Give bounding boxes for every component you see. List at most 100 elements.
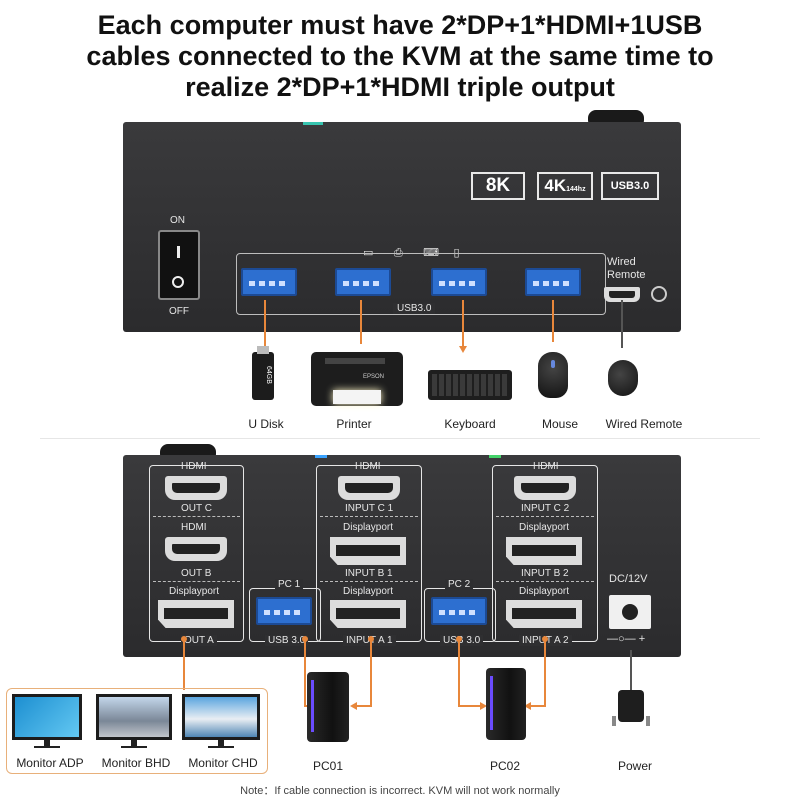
pc2-usb-label: USB 3.0	[440, 635, 484, 646]
badge-usb30: USB3.0	[601, 172, 659, 200]
in-c1-hdmi-label: HDMI	[355, 461, 381, 472]
switch-on-label: ON	[170, 215, 185, 226]
input-c1-hdmi-port[interactable]	[338, 476, 400, 500]
switch-on-mark	[177, 246, 180, 258]
label-pc01: PC01	[312, 759, 344, 773]
label-pc02: PC02	[489, 759, 521, 773]
dc-label: DC/12V	[609, 573, 648, 585]
label-monitor-c: Monitor CHD	[188, 756, 258, 770]
pc1-label: PC 1	[275, 579, 304, 590]
label-udisk: U Disk	[248, 417, 284, 431]
input-b1-label: INPUT B 1	[345, 568, 393, 579]
out-b-label: OUT B	[181, 568, 212, 579]
pc1-usb-label: USB 3.0	[265, 635, 309, 646]
line-keyboard	[462, 300, 464, 348]
label-printer: Printer	[336, 417, 372, 431]
line-power	[630, 650, 632, 690]
out-a-dp-port[interactable]	[158, 600, 234, 628]
pc1-usb-port[interactable]	[256, 597, 312, 625]
led-green	[489, 455, 501, 458]
monitor-a-image	[12, 694, 82, 740]
out-c-hdmi-label: HDMI	[181, 461, 207, 472]
in-b1-dp-label: Displayport	[343, 522, 394, 533]
out-b-hdmi-label: HDMI	[181, 522, 207, 533]
input-b2-label: INPUT B 2	[521, 568, 569, 579]
badge-4k-144hz: 4K144hz	[537, 172, 593, 200]
switch-off-mark	[172, 276, 184, 288]
monitors-box	[6, 688, 268, 774]
input-c1-label: INPUT C 1	[345, 503, 394, 514]
line-wired-remote	[621, 300, 623, 348]
pc02-image	[486, 668, 526, 740]
in-c2-hdmi-label: HDMI	[533, 461, 559, 472]
switch-off-label: OFF	[169, 306, 189, 317]
in-a1-dp-label: Displayport	[343, 586, 394, 597]
usb30-group-label: USB3.0	[393, 303, 436, 314]
label-keyboard: Keyboard	[444, 417, 496, 431]
line-pc1-dp	[370, 640, 372, 706]
badge-4k-text: 4K	[544, 176, 567, 195]
usb-port-4[interactable]	[525, 268, 581, 296]
line-pc1-usb	[304, 640, 306, 706]
led-blue	[315, 455, 327, 458]
out-b-hdmi-port[interactable]	[165, 537, 227, 561]
label-monitor-b: Monitor BHD	[101, 756, 171, 770]
input-a1-dp-port[interactable]	[330, 600, 406, 628]
usb-port-3[interactable]	[431, 268, 487, 296]
note: Note：If cable connection is incorrect. K…	[240, 785, 560, 797]
pc2-usb-port[interactable]	[431, 597, 487, 625]
label-wired-remote: Wired Remote	[605, 417, 683, 431]
out-c-hdmi-port[interactable]	[165, 476, 227, 500]
input-c2-hdmi-port[interactable]	[514, 476, 576, 500]
usb-port-1[interactable]	[241, 268, 297, 296]
printer-brand: EPSON	[363, 374, 385, 380]
kvm-bottom-panel: HDMI OUT C HDMI OUT B Displayport OUT A …	[123, 455, 681, 657]
wired-remote-label-2: Remote	[607, 269, 646, 281]
divider	[40, 438, 760, 439]
label-power: Power	[617, 759, 652, 773]
headline-line-2: cables connected to the KVM at the same …	[86, 41, 714, 71]
udisk-image: 64GB	[252, 346, 274, 400]
label-mouse: Mouse	[541, 417, 579, 431]
led-indicator	[303, 122, 323, 125]
input-c2-label: INPUT C 2	[521, 503, 570, 514]
input-a2-dp-port[interactable]	[506, 600, 582, 628]
pc2-label: PC 2	[445, 579, 474, 590]
input-b1-dp-port[interactable]	[330, 537, 406, 565]
line-out-a	[183, 640, 185, 690]
remote-jack-icon	[651, 286, 667, 302]
in-a2-dp-label: Displayport	[519, 586, 570, 597]
dc-polarity-icon: —○— +	[607, 633, 646, 645]
out-a-dp-label: Displayport	[169, 586, 220, 597]
headline: Each computer must have 2*DP+1*HDMI+1USB…	[0, 10, 800, 103]
udisk-capacity: 64GB	[265, 366, 272, 384]
input-b2-dp-port[interactable]	[506, 537, 582, 565]
keyboard-image	[428, 370, 512, 400]
headline-line-3: realize 2*DP+1*HDMI triple output	[185, 72, 615, 102]
line-mouse	[552, 300, 554, 342]
in-b2-dp-label: Displayport	[519, 522, 570, 533]
line-printer	[360, 300, 362, 344]
monitor-c-image	[182, 694, 260, 740]
wired-remote-image	[608, 360, 638, 396]
wired-remote-label-1: Wired	[607, 256, 636, 268]
line-udisk	[264, 300, 266, 346]
badge-144hz-text: 144hz	[566, 186, 586, 193]
wired-remote-port[interactable]	[604, 287, 640, 302]
line-pc2-usb	[458, 640, 460, 706]
printer-image: EPSON	[311, 352, 403, 406]
out-c-label: OUT C	[181, 503, 212, 514]
power-adapter-image	[612, 690, 650, 726]
arrow-keyboard	[459, 346, 467, 353]
line-pc2-dp	[544, 640, 546, 706]
headline-line-1: Each computer must have 2*DP+1*HDMI+1USB	[97, 10, 703, 40]
usb-port-2[interactable]	[335, 268, 391, 296]
mouse-image	[538, 352, 568, 398]
usb-port-group	[236, 253, 606, 315]
pc01-image	[307, 672, 349, 742]
power-switch[interactable]	[158, 230, 200, 300]
label-monitor-a: Monitor ADP	[16, 756, 84, 770]
monitor-b-image	[96, 694, 172, 740]
dc-port[interactable]	[609, 595, 651, 629]
badge-8k: 8K	[471, 172, 525, 200]
